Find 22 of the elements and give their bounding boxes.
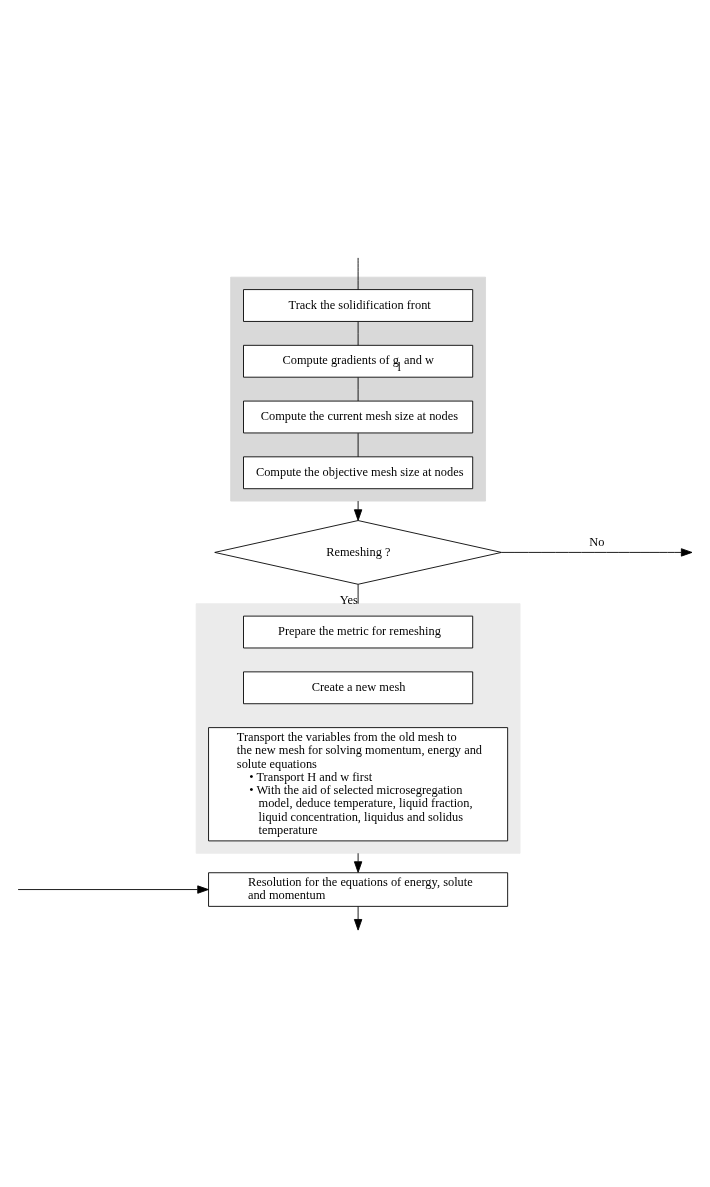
node-box: Resolution for the equations of energy, solute and momentum: [208, 871, 509, 907]
arrow: [501, 547, 693, 557]
node-box: Track the solidification front: [243, 288, 474, 322]
arrow: [353, 852, 363, 873]
node-box: Transport the variables from the old mesh to the new mesh for solving momentum, energy and solute equations • Transport H and w first • With the aid of selected microsegregation model, deduce temperature, liquid fraction, liquid concentration, liquidus and solidus temperature: [208, 726, 509, 841]
node-box: Create a new mesh: [243, 670, 474, 704]
connector: [357, 583, 359, 604]
arrow: [17, 884, 209, 894]
node-box: Compute the objective mesh size at nodes: [243, 455, 474, 489]
connector: [357, 432, 359, 457]
arrow: [353, 905, 363, 931]
connector: [357, 320, 359, 346]
edge-label: No: [589, 534, 605, 549]
cluster: [195, 602, 521, 854]
node-box: Compute the current mesh size at nodes: [243, 400, 474, 433]
cluster: [230, 276, 486, 501]
edge-label: Yes: [339, 592, 358, 607]
arrow: [353, 500, 363, 521]
connector: [357, 256, 359, 290]
connector: [357, 376, 359, 401]
node-diamond: Remeshing ?: [214, 519, 502, 585]
node-box: Prepare the metric for remeshing: [243, 615, 474, 648]
